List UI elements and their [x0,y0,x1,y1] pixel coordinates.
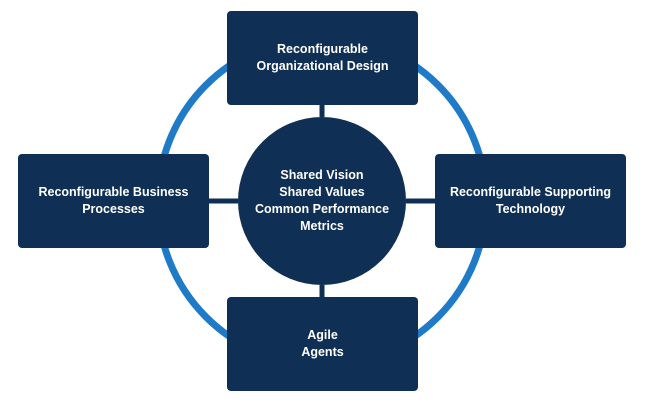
box-business-processes: Reconfigurable Business Processes [18,154,209,248]
box-agile-agents: Agile Agents [227,297,418,391]
box-top-line-1: Reconfigurable [277,42,368,56]
box-bottom-line-1: Agile [307,328,338,342]
box-organizational-design: Reconfigurable Organizational Design [227,11,418,105]
box-top-text: Reconfigurable Organizational Design [257,41,389,75]
center-line-1: Shared Vision [280,168,364,182]
center-line-3: Common Performance [254,202,390,216]
box-right-line-2: Technology [495,202,566,216]
box-bottom-line-2: Agents [301,345,344,359]
center-circle: Shared Vision Shared Values Common Perfo… [238,117,406,285]
center-line-2: Shared Values [279,185,365,199]
box-bottom-text: Agile Agents [301,327,343,361]
box-right-text: Reconfigurable Supporting Technology [450,184,611,218]
box-top-line-2: Organizational Design [256,59,389,73]
center-line-4: Metrics [300,219,344,233]
box-left-text: Reconfigurable Business Processes [38,184,188,218]
center-text: Shared Vision Shared Values Common Perfo… [255,167,389,235]
box-left-line-1: Reconfigurable Business [38,185,189,199]
box-supporting-technology: Reconfigurable Supporting Technology [435,154,626,248]
box-right-line-1: Reconfigurable Supporting [449,185,612,199]
box-left-line-2: Processes [82,202,145,216]
